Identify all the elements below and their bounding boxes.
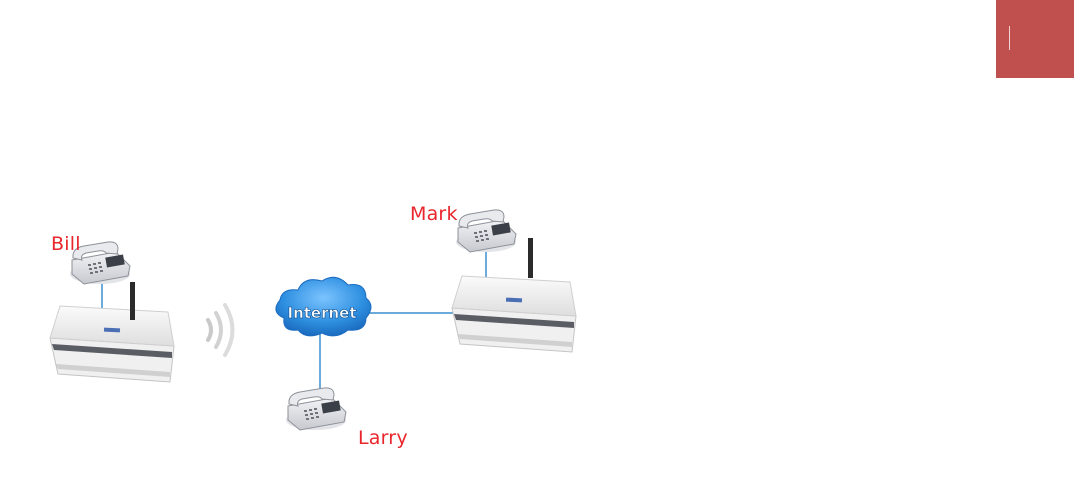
wireless-signal-icon xyxy=(208,305,233,355)
internet-label: Internet xyxy=(287,304,356,322)
mark-router-icon xyxy=(452,238,576,352)
larry-phone-icon xyxy=(286,388,346,430)
larry-label: Larry xyxy=(358,427,408,449)
internet-cloud-icon: Internet xyxy=(276,277,371,336)
mark-phone-icon xyxy=(456,210,516,252)
bill-router-icon xyxy=(50,282,174,382)
mark-label: Mark xyxy=(410,203,458,225)
bill-label: Bill xyxy=(51,233,81,255)
